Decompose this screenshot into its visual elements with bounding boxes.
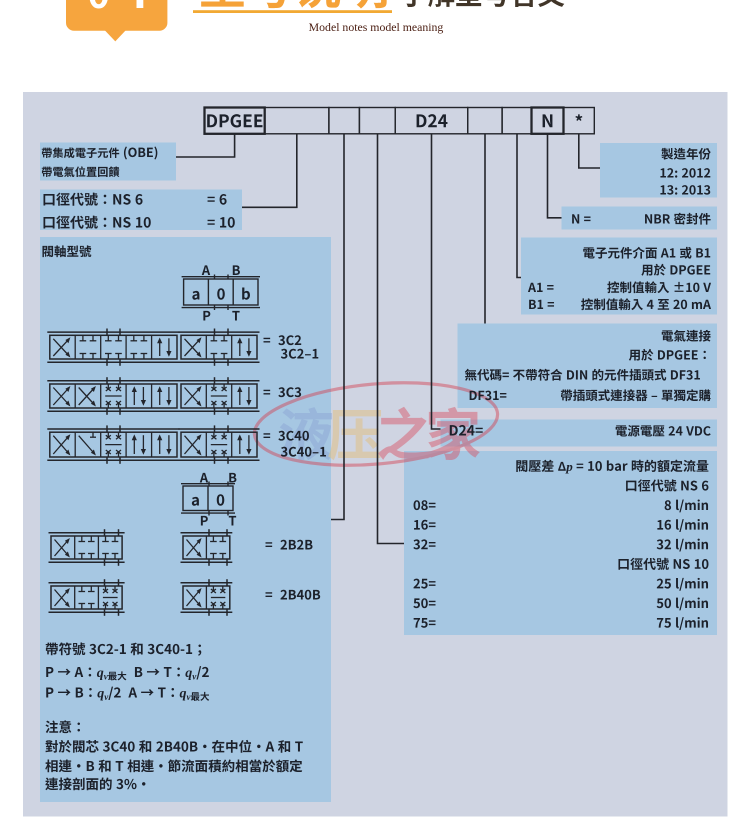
svg-text:p: p [565, 459, 573, 474]
svg-text:v: v [187, 692, 192, 702]
svg-text:q: q [97, 687, 104, 702]
svg-text:Model notes model meaning: Model notes model meaning [309, 20, 444, 34]
svg-text:q: q [180, 687, 187, 702]
svg-text:v: v [104, 692, 109, 702]
svg-text:v: v [192, 672, 197, 682]
svg-text:q: q [97, 666, 104, 681]
svg-text:q: q [185, 666, 192, 681]
svg-text:v: v [104, 672, 109, 682]
